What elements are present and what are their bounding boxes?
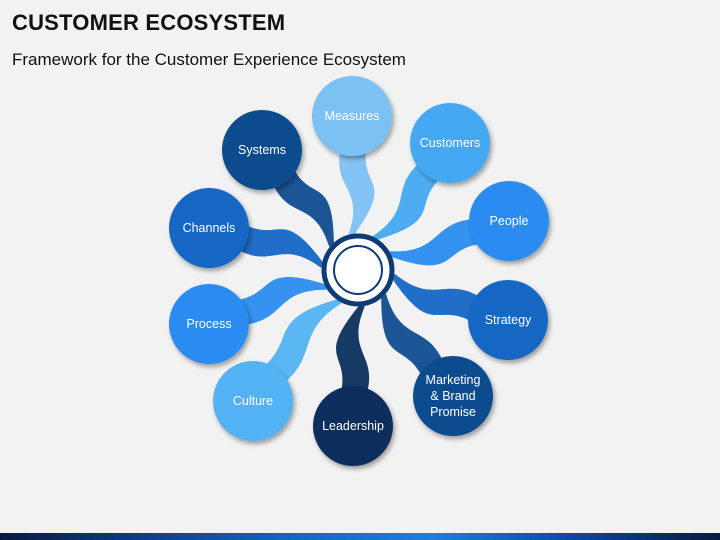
node-label-culture: Culture <box>233 394 273 408</box>
node-circle-systems <box>222 110 302 190</box>
petal-strategy <box>392 273 480 322</box>
node-label-channels: Channels <box>183 221 236 235</box>
node-circle-process <box>169 284 249 364</box>
petal-measures <box>339 149 375 235</box>
petal-process <box>236 276 327 325</box>
petal-leadership <box>336 306 370 393</box>
node-process: Process <box>169 284 249 364</box>
petal-people <box>389 219 481 266</box>
center-ring-inner <box>333 245 383 295</box>
node-circle-measures <box>312 76 392 156</box>
node-circle-marketing-brand-promise <box>413 356 493 436</box>
node-circle-customers <box>410 103 490 183</box>
node-circle-strategy <box>468 280 548 360</box>
node-channels: Channels <box>169 188 249 268</box>
node-culture: Culture <box>213 361 293 441</box>
petal-marketing-brand-promise <box>381 293 443 377</box>
node-label-marketing-brand-promise: Promise <box>430 405 476 419</box>
node-strategy: Strategy <box>468 280 548 360</box>
node-people: People <box>469 181 549 261</box>
node-circle-people <box>469 181 549 261</box>
node-circle-culture <box>213 361 293 441</box>
ecosystem-nodes: MeasuresCustomersPeopleStrategyMarketing… <box>169 76 549 466</box>
node-label-marketing-brand-promise: Marketing <box>426 373 481 387</box>
node-label-systems: Systems <box>238 143 286 157</box>
node-circle-leadership <box>313 386 393 466</box>
node-circle-channels <box>169 188 249 268</box>
node-label-measures: Measures <box>325 109 380 123</box>
node-customers: Customers <box>410 103 490 183</box>
bottom-accent-bar <box>0 533 720 540</box>
node-label-marketing-brand-promise: & Brand <box>430 389 475 403</box>
petal-channels <box>238 224 323 268</box>
page-title: CUSTOMER ECOSYSTEM <box>12 10 286 35</box>
node-label-people: People <box>490 214 529 228</box>
node-leadership: Leadership <box>313 386 393 466</box>
petal-customers <box>372 162 441 240</box>
petal-connectors <box>236 149 481 393</box>
node-label-process: Process <box>186 317 231 331</box>
node-label-customers: Customers <box>420 136 480 150</box>
center-hub <box>321 233 395 307</box>
petal-systems <box>273 168 334 247</box>
node-measures: Measures <box>312 76 392 156</box>
node-label-leadership: Leadership <box>322 419 384 433</box>
node-label-strategy: Strategy <box>485 313 532 327</box>
page-subtitle: Framework for the Customer Experience Ec… <box>12 50 406 69</box>
petal-culture <box>264 299 342 383</box>
node-systems: Systems <box>222 110 302 190</box>
